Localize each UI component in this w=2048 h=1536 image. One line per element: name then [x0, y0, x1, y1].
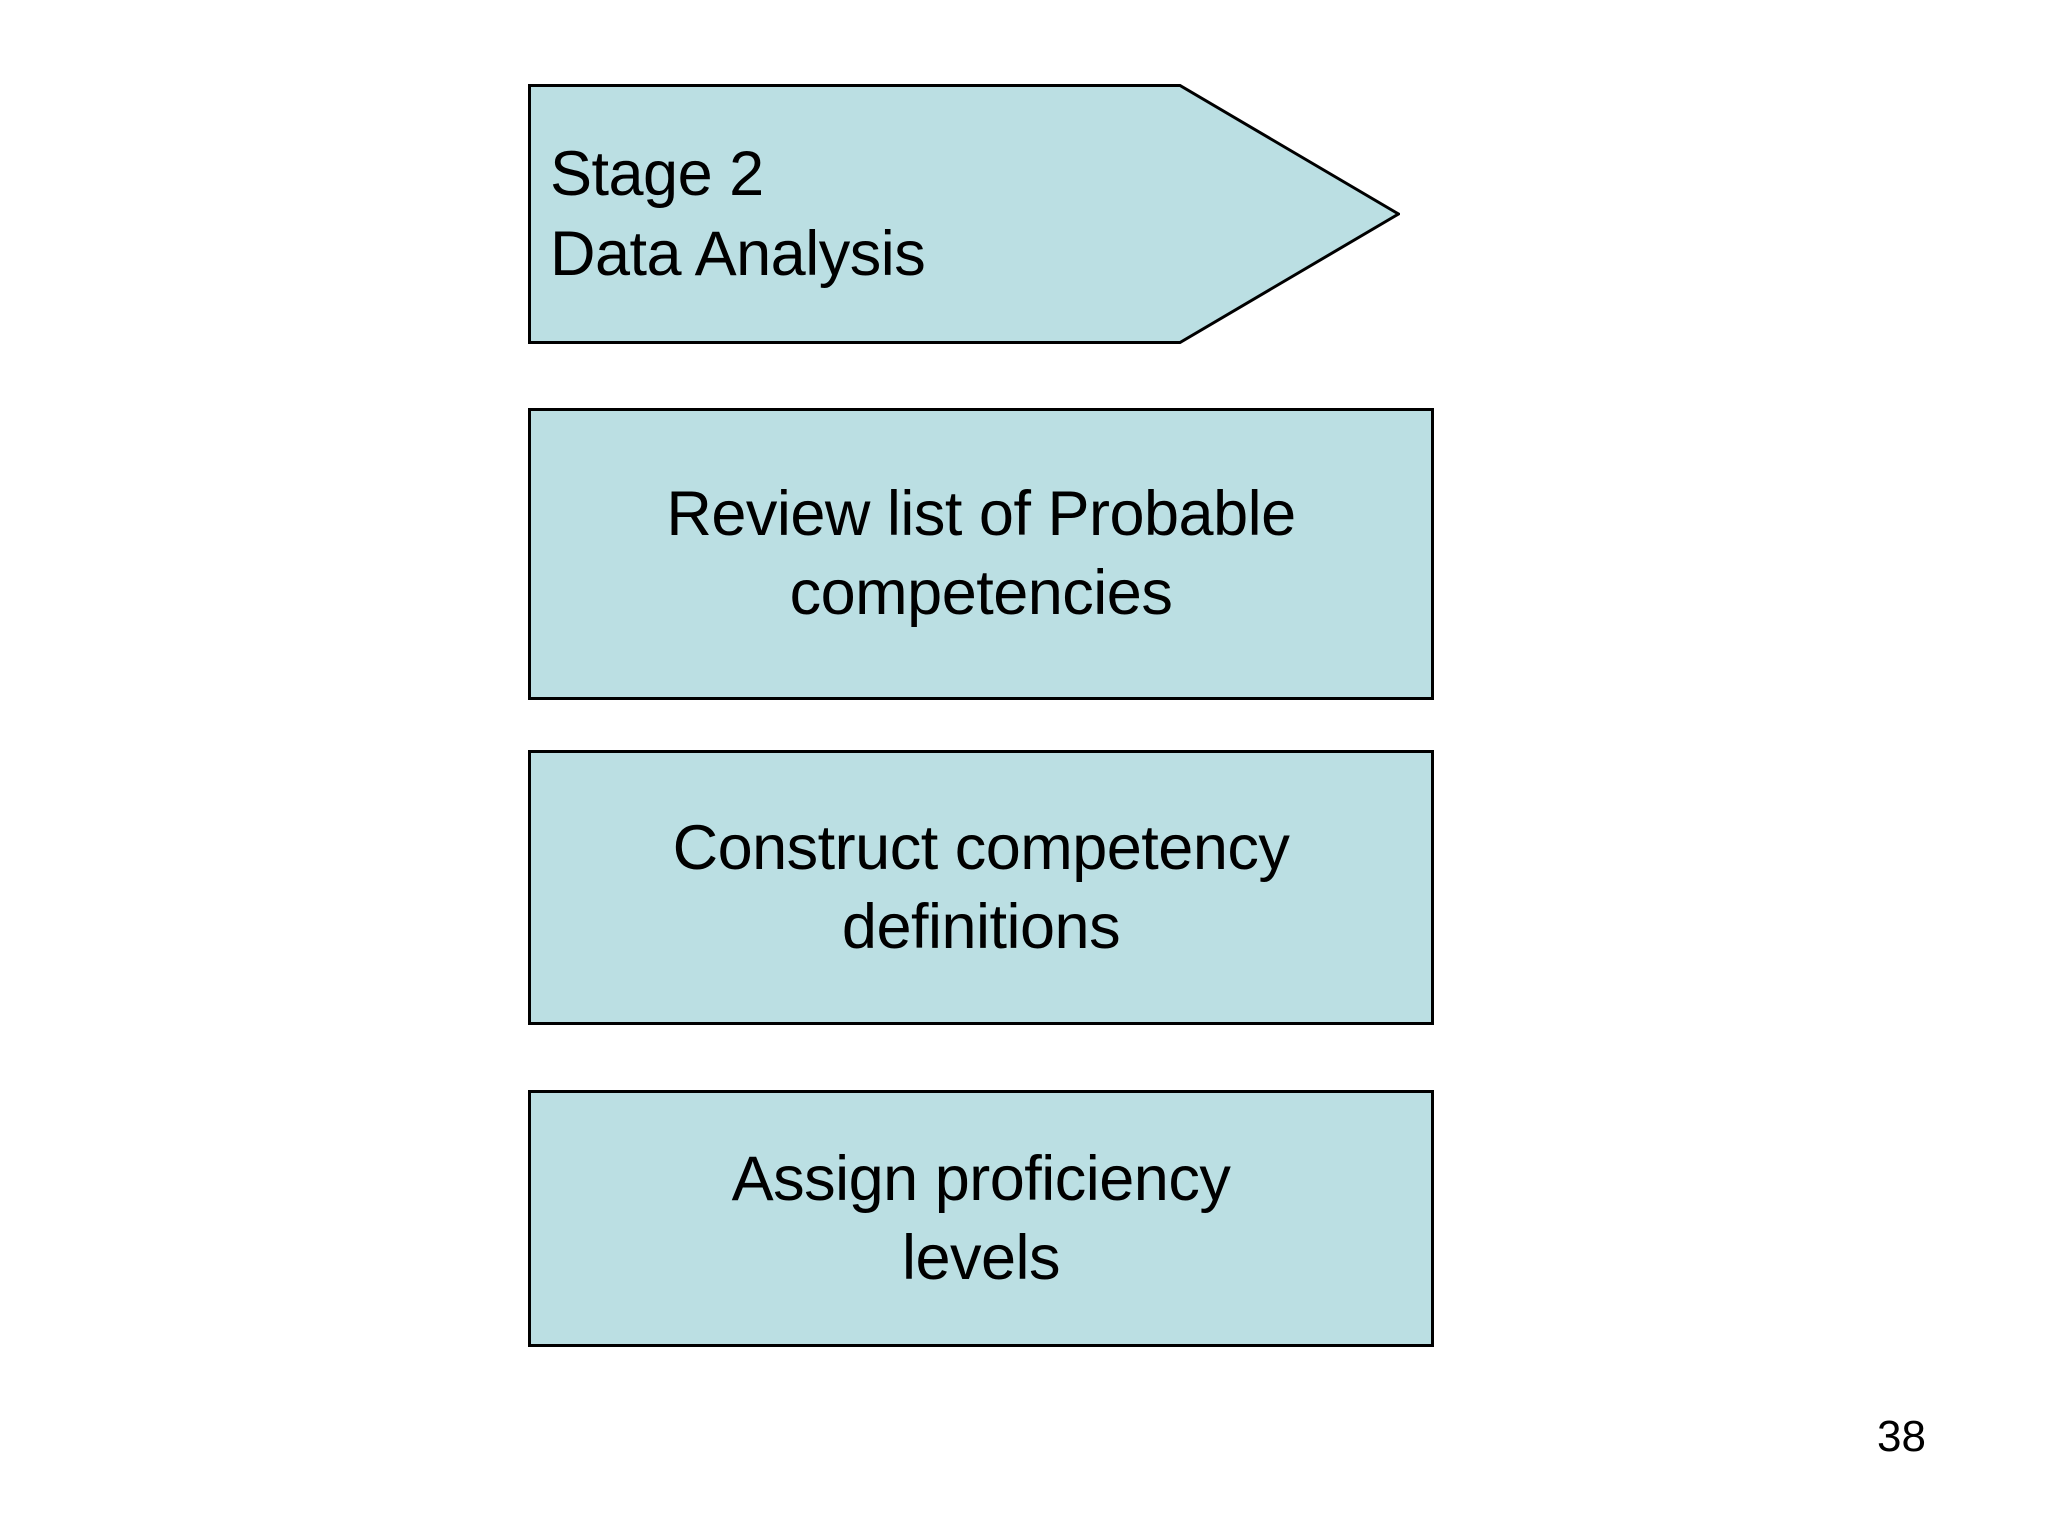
process-step-box-2-text: Construct competency definitions: [659, 809, 1304, 967]
stage-banner-line-2: Data Analysis: [550, 219, 926, 289]
process-step-box-1[interactable]: Review list of Probable competencies: [528, 408, 1434, 700]
page-number: 38: [1877, 1412, 1926, 1461]
process-step-box-3-line-1: Assign proficiency: [731, 1143, 1231, 1214]
process-step-box-1-text: Review list of Probable competencies: [652, 475, 1309, 633]
process-step-box-2[interactable]: Construct competency definitions: [528, 750, 1434, 1025]
process-step-box-2-line-1: Construct competency: [672, 812, 1290, 883]
process-step-box-3[interactable]: Assign proficiency levels: [528, 1090, 1434, 1347]
stage-banner-shape: [528, 84, 1400, 344]
stage-banner-text: Stage 2 Data Analysis: [550, 84, 1150, 344]
process-step-box-3-text: Assign proficiency levels: [718, 1140, 1245, 1298]
stage-banner[interactable]: Stage 2 Data Analysis: [528, 84, 1400, 344]
stage-banner-line-1: Stage 2: [550, 139, 764, 209]
process-step-box-1-line-2: competencies: [789, 558, 1173, 628]
process-step-box-1-line-1: Review list of Probable: [666, 479, 1296, 550]
process-step-box-2-line-2: definitions: [841, 891, 1121, 962]
process-step-box-3-line-2: levels: [901, 1222, 1061, 1293]
